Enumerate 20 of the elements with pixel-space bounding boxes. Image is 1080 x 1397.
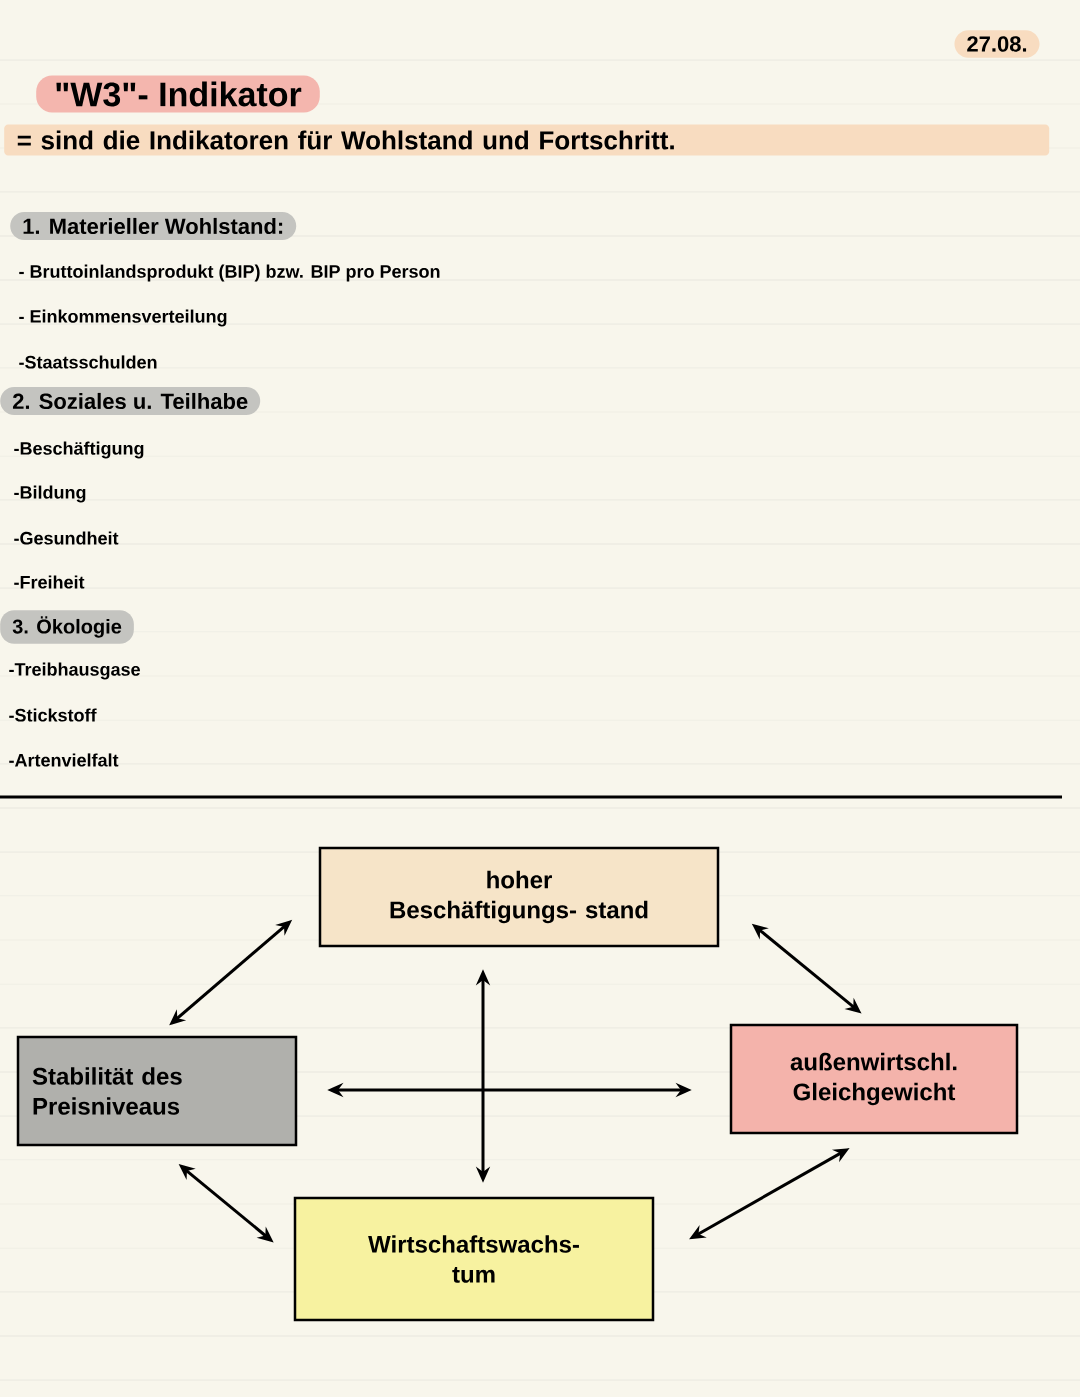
- process-box: Wirtschaftswachs- tum: [293, 1196, 655, 1322]
- list-item: -Beschäftigung: [14, 441, 144, 459]
- list-item: -Treibhausgase: [9, 662, 140, 680]
- subtitle: = sind die Indikatoren für Wohlstand und Fortschritt.: [4, 124, 1050, 156]
- list-item: -Bildung: [14, 485, 86, 503]
- process-box: Stabilität des Preisniveaus: [16, 1035, 298, 1147]
- date: 27.08.: [954, 30, 1040, 58]
- list-item: -Artenvielfalt: [9, 753, 119, 767]
- process-box: hoher Beschäftigungs- stand: [318, 846, 720, 948]
- list-item: - Einkommensverteilung: [19, 309, 227, 327]
- list-item: -Stickstoff: [9, 708, 97, 722]
- list-item: - Bruttoinlandsprodukt (BIP) bzw. BIP pro Person: [19, 264, 440, 282]
- process-box: außenwirtschl. Gleichgewicht: [729, 1023, 1019, 1135]
- list-item: -Staatsschulden: [19, 355, 157, 369]
- section-heading: 1. Materieller Wohlstand:: [10, 211, 297, 241]
- section-heading: 3. Ökologie: [0, 610, 134, 644]
- list-item: -Freiheit: [14, 575, 85, 589]
- title: "W3"- Indikator: [36, 75, 320, 113]
- section-heading: 2. Soziales u. Teilhabe: [0, 386, 261, 416]
- list-item: -Gesundheit: [14, 531, 119, 545]
